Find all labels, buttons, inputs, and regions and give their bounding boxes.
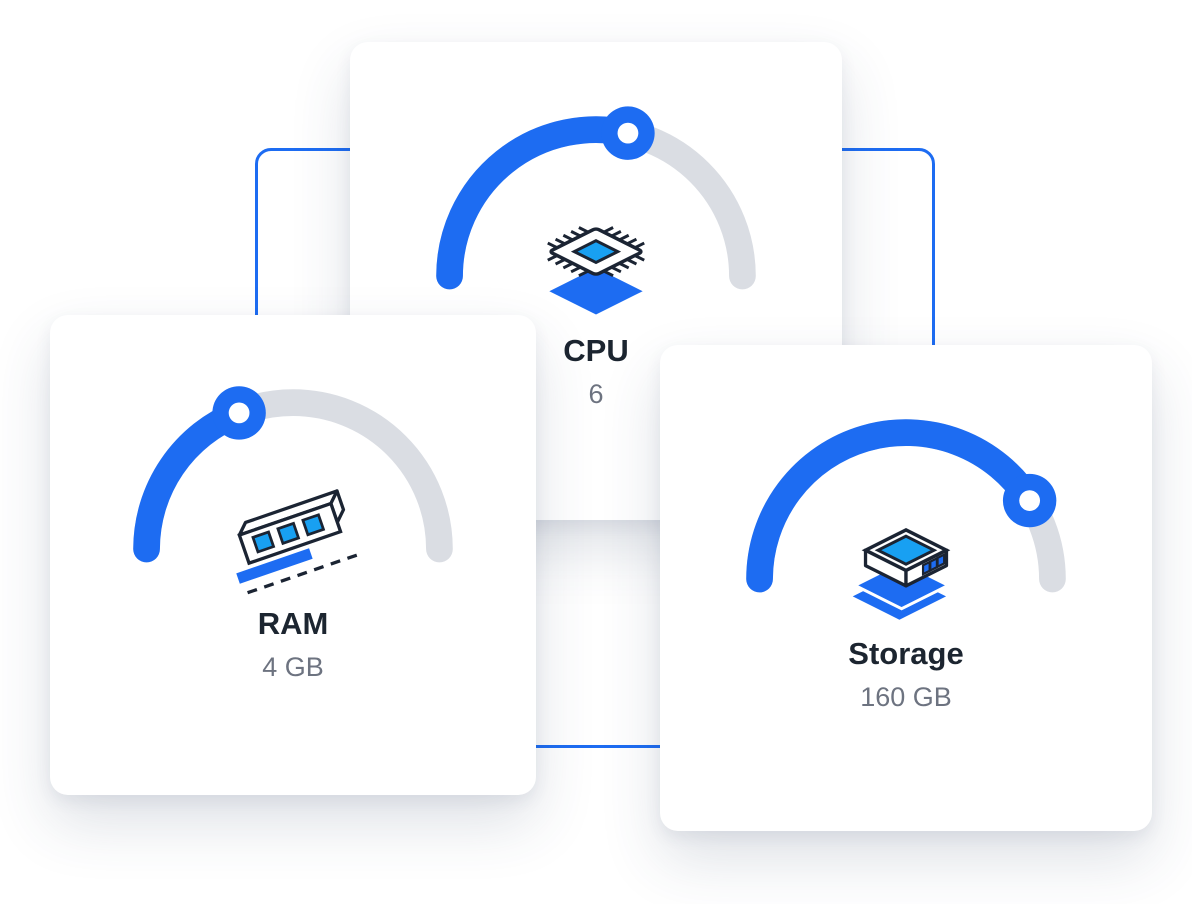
card-label: CPU [563, 332, 629, 368]
cpu-chip-icon [530, 190, 662, 315]
cpu-gauge [408, 94, 784, 315]
storage-gauge [718, 397, 1094, 620]
card-value: 6 [588, 378, 604, 409]
resource-card-storage: Storage 160 GB [660, 345, 1152, 831]
storage-drive-icon [840, 493, 972, 620]
ram-module-icon [236, 489, 359, 595]
resource-card-ram: RAM 4 GB [50, 315, 536, 795]
card-value: 160 GB [860, 681, 952, 712]
ram-gauge [105, 367, 481, 595]
card-label: Storage [848, 635, 964, 671]
card-label: RAM [257, 605, 329, 641]
card-value: 4 GB [262, 651, 324, 682]
